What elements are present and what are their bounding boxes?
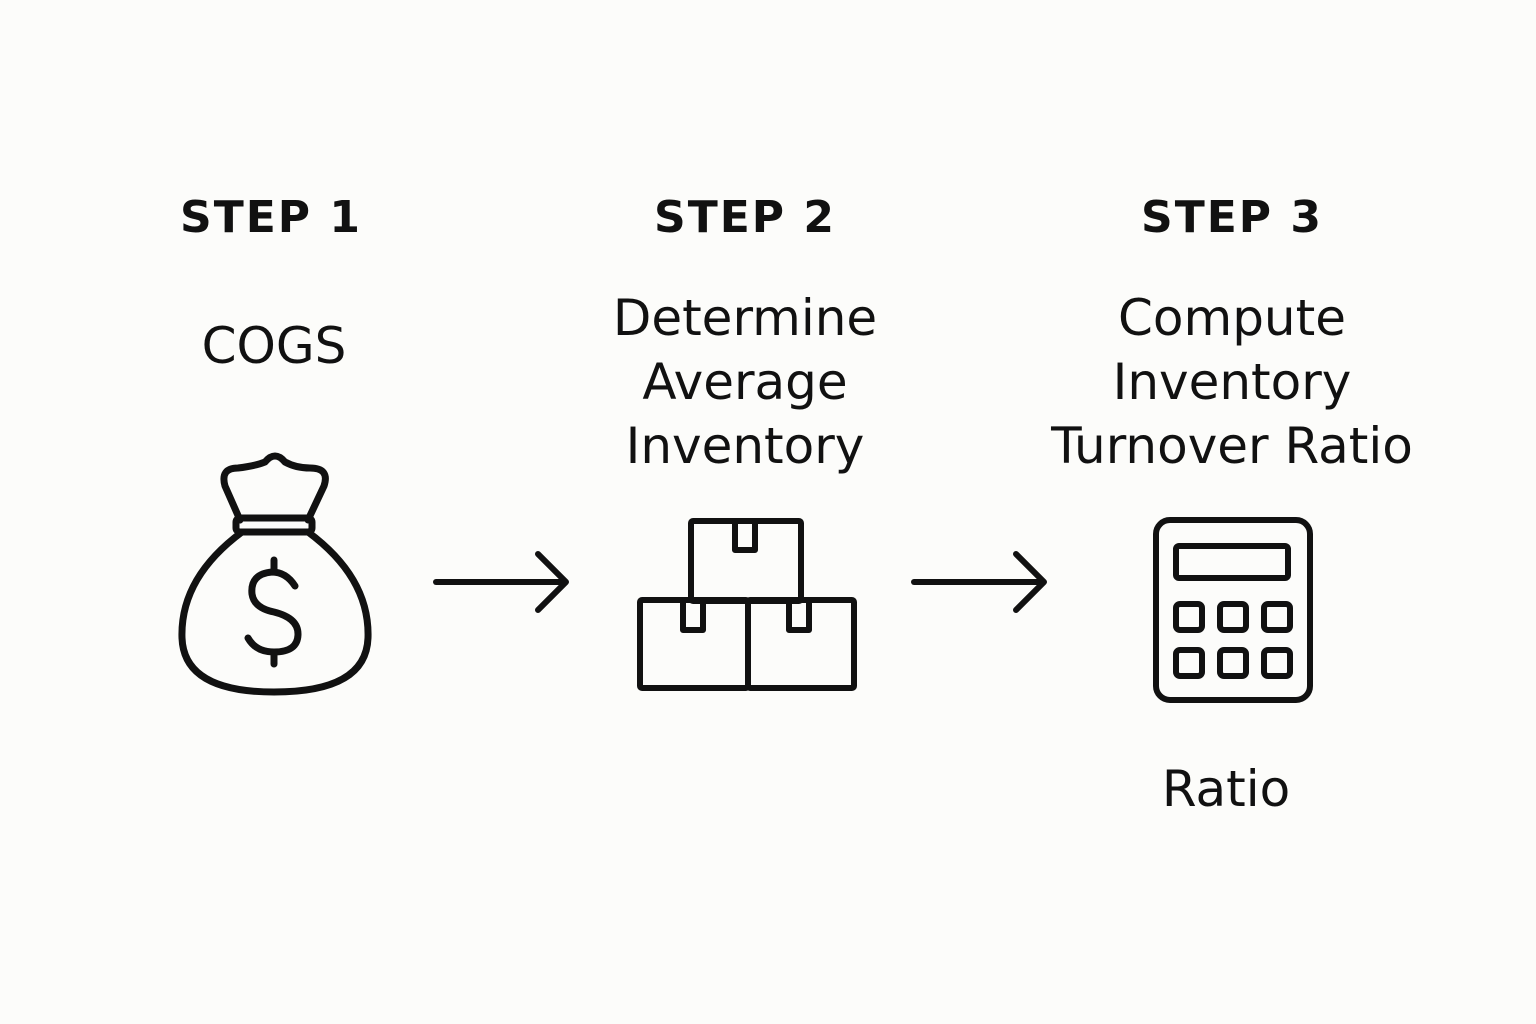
money-bag-icon	[170, 448, 380, 700]
step-3-result-label: Ratio	[1161, 760, 1291, 818]
step-2-label: STEP 2	[654, 192, 836, 243]
boxes-icon	[634, 514, 860, 694]
step-2-title-line-3: Inventory	[625, 417, 865, 475]
step-1-label: STEP 1	[180, 192, 362, 243]
step-3-title: Compute Inventory Turnover Ratio	[1032, 286, 1432, 478]
step-3-title-line-2: Inventory	[1112, 353, 1352, 411]
step-1-title-line-1: COGS	[201, 317, 347, 375]
step-3-title-line-1: Compute	[1117, 289, 1346, 347]
step-3-label: STEP 3	[1141, 192, 1323, 243]
calculator-icon	[1150, 514, 1316, 706]
right-arrow-icon	[910, 550, 1050, 616]
step-3-title-line-3: Turnover Ratio	[1051, 417, 1413, 475]
step-2-title-line-1: Determine	[612, 289, 878, 347]
step-2-title-line-2: Average	[642, 353, 848, 411]
step-1-title: COGS	[124, 314, 424, 378]
step-2-title: Determine Average Inventory	[570, 286, 920, 478]
right-arrow-icon	[432, 550, 572, 616]
